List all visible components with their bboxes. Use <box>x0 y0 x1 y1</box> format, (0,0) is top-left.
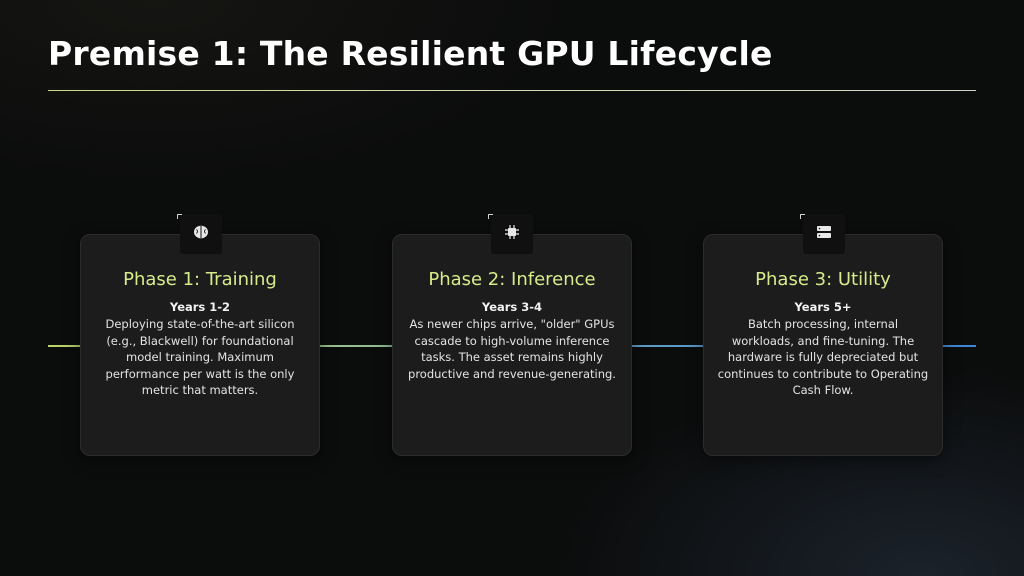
phase-description: Deploying state-of-the-art silicon (e.g.… <box>105 317 295 397</box>
phase-icon-tab <box>488 214 533 254</box>
phase-title: Phase 1: Training <box>123 269 277 290</box>
phase-title: Phase 3: Utility <box>755 269 891 290</box>
phase-years: Years 5+ <box>794 300 852 314</box>
phase-card-utility: Phase 3: Utility Years 5+ Batch processi… <box>703 234 943 456</box>
phase-card-training: Phase 1: Training Years 1-2 Deploying st… <box>80 234 320 456</box>
phase-description: As newer chips arrive, "older" GPUs casc… <box>408 317 616 381</box>
phase-title: Phase 2: Inference <box>428 269 596 290</box>
brain-icon <box>192 223 210 245</box>
phase-years: Years 3-4 <box>481 300 543 314</box>
server-icon <box>815 223 833 245</box>
phase-years: Years 1-2 <box>169 300 231 314</box>
title-divider <box>48 90 976 91</box>
phase-icon-tab <box>800 214 845 254</box>
processor-chip-icon <box>503 223 521 245</box>
phase-icon-tab <box>177 214 222 254</box>
slide-title: Premise 1: The Resilient GPU Lifecycle <box>48 34 773 73</box>
phase-card-inference: Phase 2: Inference Years 3-4 As newer ch… <box>392 234 632 456</box>
phase-description: Batch processing, internal workloads, an… <box>717 317 929 397</box>
